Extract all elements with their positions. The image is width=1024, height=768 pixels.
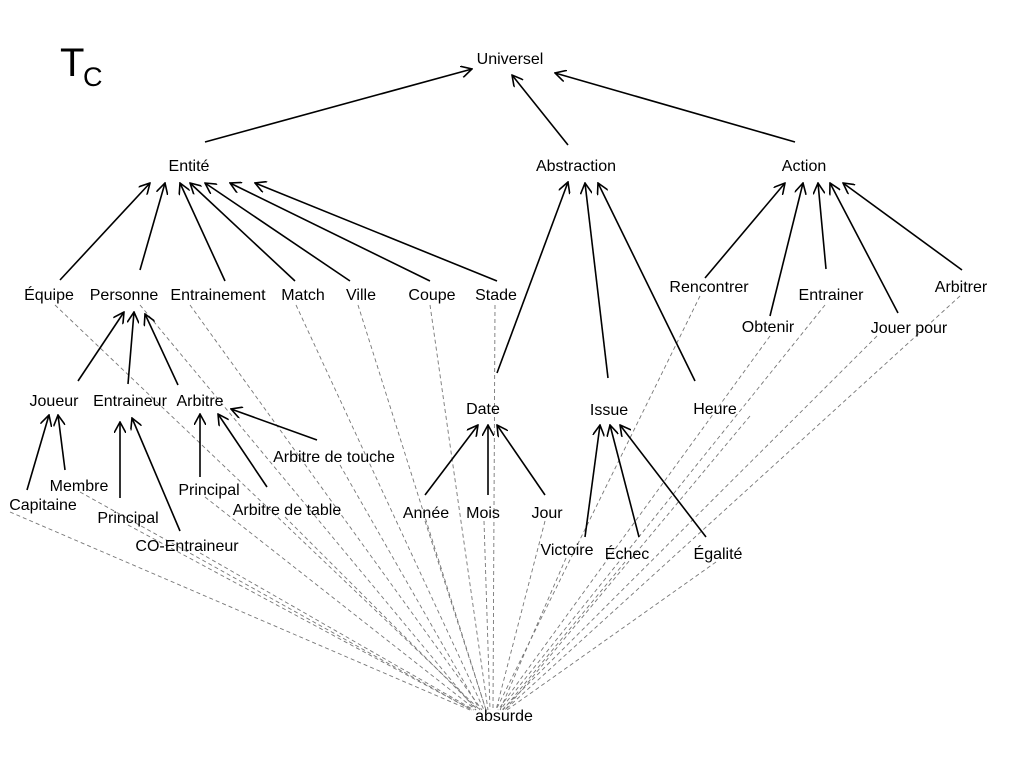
- node-universel: Universel: [477, 51, 544, 68]
- node-entraineur: Entraineur: [93, 393, 167, 410]
- node-egalite: Égalité: [694, 544, 743, 563]
- node-entrainer: Entrainer: [799, 287, 865, 304]
- node-membre: Membre: [50, 478, 109, 495]
- node-victoire: Victoire: [540, 542, 593, 559]
- diagram-title-subscript: C: [83, 62, 103, 92]
- node-labels: Universel Entité Abstraction Action Équi…: [9, 51, 988, 725]
- node-co-entraineur: CO-Entraineur: [135, 538, 239, 555]
- node-rencontrer: Rencontrer: [669, 279, 749, 296]
- node-annee: Année: [403, 505, 449, 522]
- node-echec: Échec: [605, 544, 649, 563]
- node-principal-entraineur: Principal: [97, 510, 158, 527]
- node-joueur: Joueur: [30, 393, 80, 410]
- absurde-links: [9, 295, 961, 711]
- node-arbitre-de-touche: Arbitre de touche: [273, 449, 395, 466]
- node-abstraction: Abstraction: [536, 158, 616, 175]
- node-principal-arbitre: Principal: [178, 482, 239, 499]
- node-arbitre-de-table: Arbitre de table: [233, 502, 342, 519]
- node-arbitre: Arbitre: [176, 393, 223, 410]
- node-coupe: Coupe: [408, 287, 455, 304]
- node-jour: Jour: [531, 505, 563, 522]
- node-issue: Issue: [590, 402, 628, 419]
- node-arbitrer: Arbitrer: [935, 279, 988, 296]
- node-stade: Stade: [475, 287, 517, 304]
- node-entrainement: Entrainement: [170, 287, 266, 304]
- node-action: Action: [782, 158, 826, 175]
- node-equipe: Équipe: [24, 285, 74, 304]
- node-obtenir: Obtenir: [742, 319, 795, 336]
- node-absurde: absurde: [475, 708, 533, 725]
- node-jouer-pour: Jouer pour: [871, 320, 948, 337]
- node-ville: Ville: [346, 287, 376, 304]
- node-mois: Mois: [466, 505, 500, 522]
- node-date: Date: [466, 401, 500, 418]
- node-personne: Personne: [90, 287, 159, 304]
- node-entite: Entité: [169, 158, 210, 175]
- diagram-title: T: [60, 41, 84, 85]
- hierarchy-edges: [26, 69, 963, 538]
- node-heure: Heure: [693, 401, 737, 418]
- node-match: Match: [281, 287, 325, 304]
- node-capitaine: Capitaine: [9, 497, 77, 514]
